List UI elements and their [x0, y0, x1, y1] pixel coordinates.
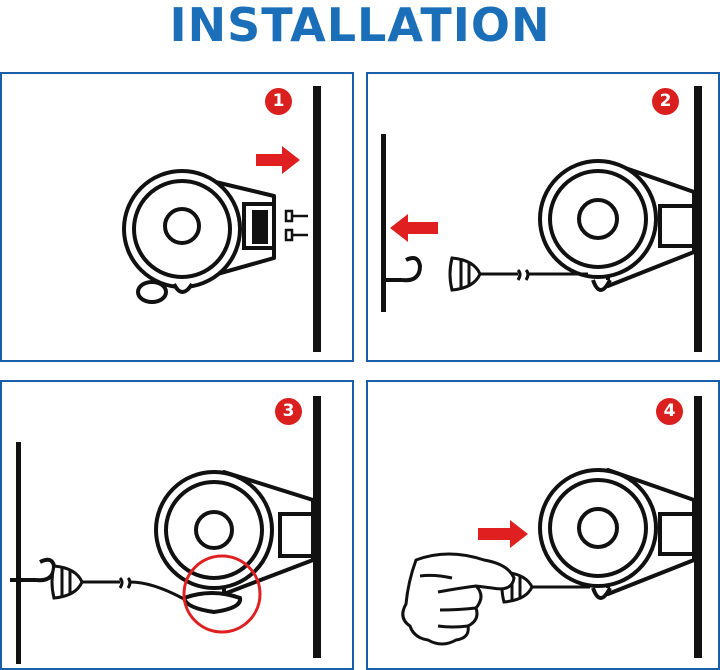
screws-icon [284, 209, 308, 242]
wall-icon [313, 396, 321, 658]
reel-icon [538, 159, 696, 292]
step-1-panel: 1 [0, 72, 354, 362]
reel-icon [122, 169, 276, 304]
cord-end-icon [448, 256, 482, 292]
reel-icon [154, 470, 315, 615]
reel-icon [538, 468, 696, 600]
step-number-badge: 2 [652, 88, 679, 115]
step-3-panel: 3 [0, 380, 354, 670]
hand-icon [401, 552, 516, 646]
cord-icon [478, 268, 588, 281]
step-number-badge: 1 [265, 88, 292, 115]
wall-icon [694, 86, 702, 352]
wall-icon [694, 396, 702, 658]
highlight-circle-icon [182, 554, 262, 634]
step-number-badge: 4 [656, 398, 683, 425]
wall-icon [313, 86, 321, 352]
step-number-badge: 3 [275, 398, 302, 425]
right-arrow-icon [256, 146, 300, 174]
left-arrow-icon [390, 214, 438, 242]
hook-icon [386, 256, 423, 283]
step-2-panel: 2 [366, 72, 720, 362]
right-arrow-icon [478, 520, 528, 548]
step-4-panel: 4 [366, 380, 720, 670]
page-title: INSTALLATION [169, 0, 551, 52]
cord-end-icon [50, 564, 84, 600]
